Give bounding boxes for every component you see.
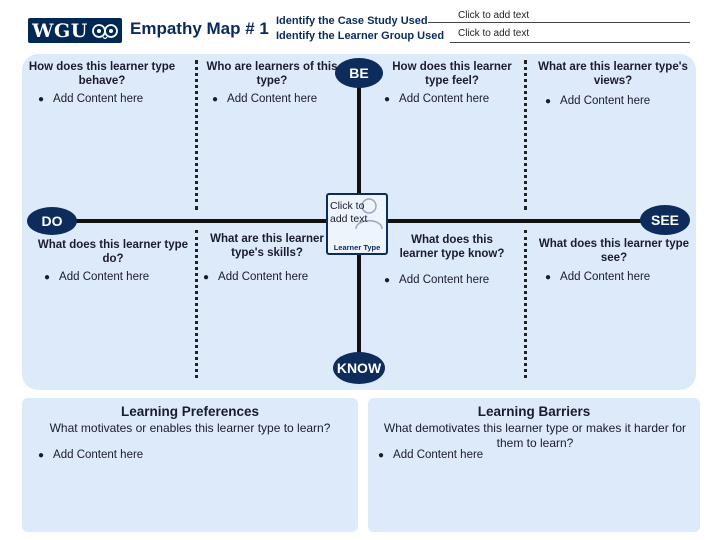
page-title: Empathy Map # 1	[130, 19, 269, 38]
do-label: DO	[27, 207, 77, 235]
list-item-behave[interactable]: ●Add Content here	[38, 93, 144, 105]
learner-type-placeholder[interactable]: Click to add text	[330, 200, 368, 225]
learning-barriers-title: Learning Barriers	[477, 404, 591, 419]
learner-group-underline	[450, 42, 690, 43]
question-views: What are this learner type's views?	[538, 61, 688, 87]
list-item-preferences[interactable]: ●Add Content here	[38, 449, 144, 461]
be-label: BE	[335, 58, 383, 88]
logo-text: WGU	[32, 19, 88, 42]
learning-preferences-panel	[22, 398, 358, 532]
question-behave: How does this learner type behave?	[28, 61, 176, 87]
list-item-do[interactable]: ●Add Content here	[44, 271, 150, 283]
list-item-see[interactable]: ●Add Content here	[545, 271, 651, 283]
see-label: SEE	[640, 205, 690, 235]
divider-top-left	[195, 60, 198, 210]
question-know: What does this learner type know?	[399, 234, 505, 260]
learning-barriers-question: What demotivates this learner type or ma…	[383, 421, 687, 450]
list-item-who[interactable]: ●Add Content here	[212, 93, 318, 105]
list-item-barriers[interactable]: ●Add Content here	[378, 449, 484, 461]
question-see: What does this learner type see?	[538, 238, 690, 264]
question-skills: What are this learner type's skills?	[210, 233, 324, 259]
learning-preferences-question: What motivates or enables this learner t…	[49, 421, 331, 435]
know-label: KNOW	[333, 352, 385, 384]
learner-group-field[interactable]: Click to add text	[458, 28, 530, 39]
learner-type-box[interactable]	[326, 193, 388, 255]
case-study-underline	[428, 22, 690, 23]
divider-bottom-right	[524, 230, 527, 378]
list-item-views[interactable]: ●Add Content here	[545, 95, 651, 107]
divider-bottom-left	[195, 230, 198, 378]
case-study-label: Identify the Case Study Used	[276, 15, 428, 27]
list-item-skills[interactable]: ●Add Content here	[203, 271, 309, 283]
owl-icon	[91, 23, 118, 39]
case-study-field[interactable]: Click to add text	[458, 10, 530, 21]
question-do: What does this learner type do?	[37, 239, 189, 265]
divider-top-right	[524, 60, 527, 210]
list-item-feel[interactable]: ●Add Content here	[384, 93, 490, 105]
question-who: Who are learners of this type?	[206, 61, 338, 87]
learner-type-label: Learner Type	[333, 243, 381, 252]
learner-group-label: Identify the Learner Group Used	[276, 30, 445, 42]
question-feel: How does this learner type feel?	[392, 61, 512, 87]
learning-preferences-title: Learning Preferences	[120, 404, 260, 419]
learning-barriers-panel	[368, 398, 700, 532]
wgu-logo: WGU	[28, 18, 122, 43]
list-item-know[interactable]: ●Add Content here	[384, 274, 490, 286]
person-icon	[355, 198, 383, 230]
